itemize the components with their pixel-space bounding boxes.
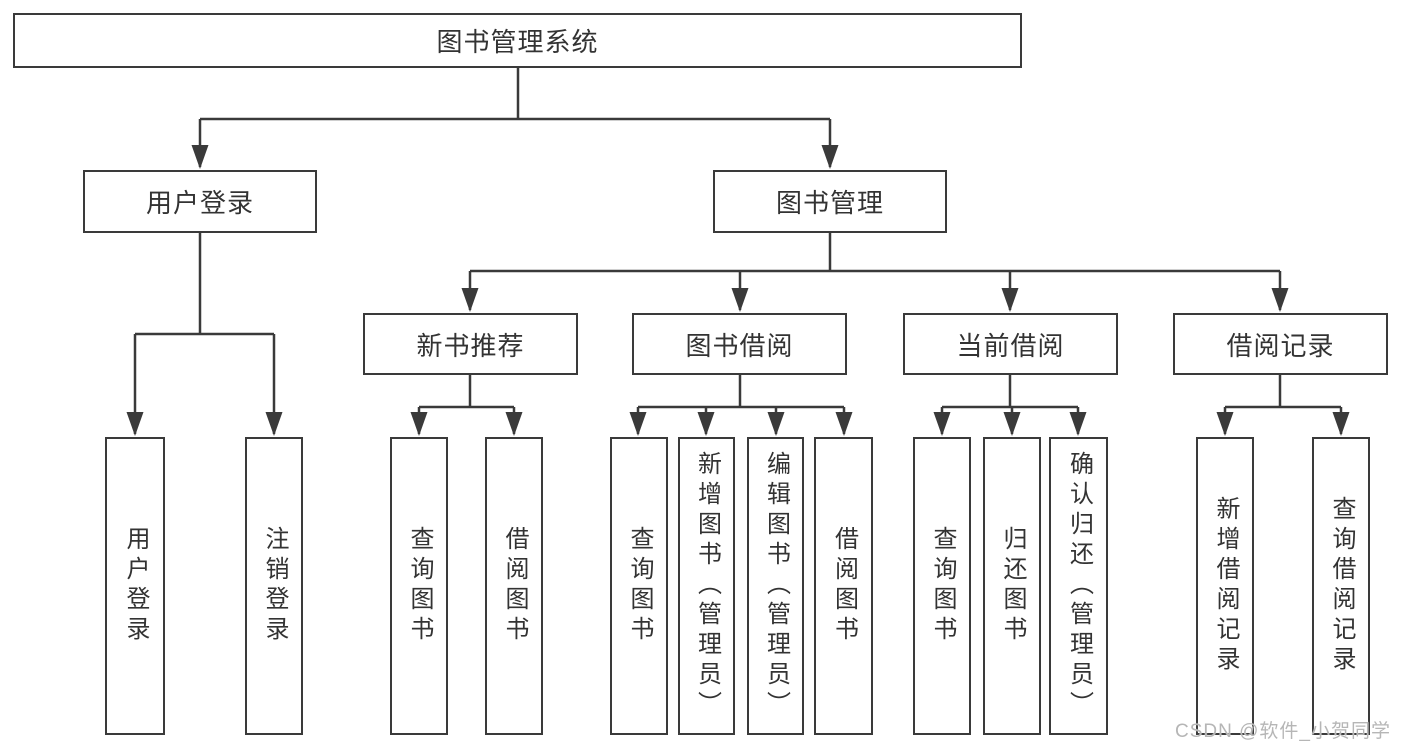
node-book-mgmt-branch: 图书管理 <box>713 170 947 233</box>
node-user-login-branch: 用户登录 <box>83 170 317 233</box>
node-borrow-records: 借阅记录 <box>1173 313 1388 375</box>
leaf-add-borrow-record: 新增借阅记录 <box>1196 437 1254 735</box>
leaf-edit-book-admin: 编辑图书（管理员） <box>747 437 804 735</box>
node-current-borrow: 当前借阅 <box>903 313 1118 375</box>
node-root: 图书管理系统 <box>13 13 1022 68</box>
leaf-borrow-book-2: 借阅图书 <box>814 437 873 735</box>
leaf-logout: 注销登录 <box>245 437 303 735</box>
leaf-confirm-return-admin: 确认归还（管理员） <box>1049 437 1108 735</box>
leaf-borrow-book-1: 借阅图书 <box>485 437 543 735</box>
leaf-user-login: 用户登录 <box>105 437 165 735</box>
arrowheads <box>126 145 1350 436</box>
leaf-return-book: 归还图书 <box>983 437 1041 735</box>
node-book-borrow: 图书借阅 <box>632 313 847 375</box>
leaf-add-book-admin: 新增图书（管理员） <box>678 437 735 735</box>
leaf-query-borrow-record: 查询借阅记录 <box>1312 437 1370 735</box>
csdn-watermark: CSDN @软件_小贺同学 <box>1175 721 1391 742</box>
node-new-book-recommend: 新书推荐 <box>363 313 578 375</box>
leaf-query-book-1: 查询图书 <box>390 437 448 735</box>
tree-edges <box>133 68 1343 434</box>
leaf-query-book-2: 查询图书 <box>610 437 668 735</box>
leaf-query-book-3: 查询图书 <box>913 437 971 735</box>
